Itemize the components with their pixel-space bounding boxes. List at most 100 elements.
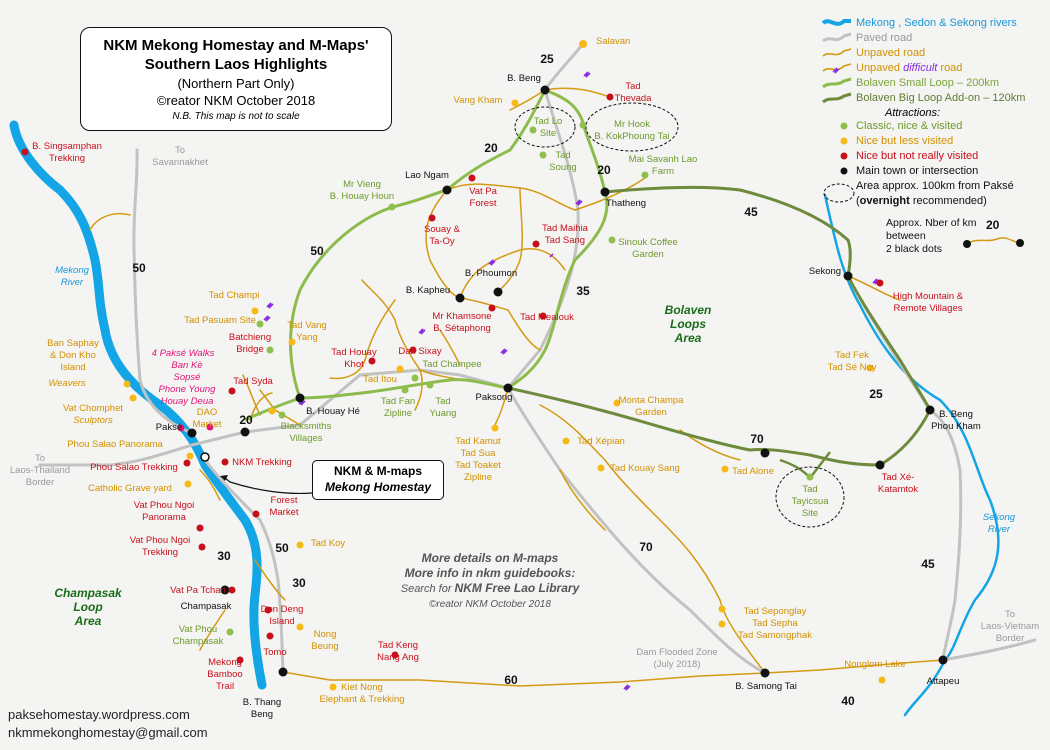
distance-d30b: 30 (217, 549, 231, 563)
homestay-callout: NKM & M-maps Mekong Homestay (312, 460, 444, 500)
arrowhead-icon (220, 475, 228, 481)
legend-overnight: Area approx. 100km from Paksé (820, 179, 1045, 203)
unpaved-roads (89, 87, 944, 687)
title-box: NKM Mekong Homestay and M-Maps' Southern… (80, 27, 392, 131)
label-phou-salao-trekking: Phou Salao Trekking (90, 462, 178, 473)
label-b-kapheu: B. Kapheu (406, 285, 450, 296)
label-tad-itou: Tad Itou (363, 374, 397, 385)
homestay-line1: NKM & M-maps (333, 464, 422, 478)
small-loop-line-icon (822, 77, 852, 89)
legend-red: Nice but not really visited (820, 149, 1045, 164)
label-b-phoumon: B. Phoumon (465, 268, 517, 279)
distance-d20c: 20 (239, 413, 253, 427)
info-block: More details on M-maps More info in nkm … (380, 551, 600, 612)
legend-difficult: Unpaved difficult road (820, 61, 1045, 76)
map-credit: ©reator NKM October 2018 (156, 93, 316, 108)
river-line-icon (822, 19, 851, 26)
label-vat-chomphet: Vat Chomphet (63, 403, 123, 414)
black-dot-icon (840, 167, 848, 175)
label-high-mountain: High Mountain &Remote Villages (893, 291, 964, 314)
footer-email[interactable]: nkmmekonghomestay@gmail.com (8, 725, 208, 740)
label-catholic: Catholic Grave yard (88, 483, 172, 494)
legend: Mekong , Sedon & Sekong rivers Paved roa… (820, 16, 1045, 265)
legend-paved: Paved road (820, 31, 1045, 46)
legend-unpaved: Unpaved road (820, 46, 1045, 61)
legend-small-loop: Bolaven Small Loop – 200km (820, 76, 1045, 91)
legend-big-loop: Bolaven Big Loop Add-on – 120km (820, 91, 1045, 106)
label-sekong: Sekong (809, 266, 841, 277)
info-line3: Search for NKM Free Lao Library (400, 581, 580, 595)
legend-yellow: Nice but less visited (820, 134, 1045, 149)
distance-d25a: 25 (540, 52, 554, 66)
label-dam-flooded: Dam Flooded Zone(July 2018) (636, 647, 717, 670)
red-dots (21, 93, 884, 664)
label-souay-taoy: Souay &Ta-Oy (424, 224, 461, 247)
legend-km: Approx. Nber of km between 2 black dots … (820, 217, 1045, 265)
distance-d40: 40 (841, 694, 855, 708)
map-scope: (Northern Part Only) (177, 76, 295, 91)
distance-d20b: 20 (597, 163, 611, 177)
footer-website[interactable]: paksehomestay.wordpress.com (8, 707, 190, 722)
distance-d25b: 25 (869, 387, 883, 401)
label-nkm-trekking: NKM Trekking (232, 457, 292, 468)
label-four-pakse: 4 Paksé Walks (152, 348, 215, 359)
green-dot-icon (840, 122, 848, 130)
label-pakse: Paksé (156, 422, 182, 433)
distance-d50b: 50 (310, 244, 324, 258)
label-tad-mealouk: Tad Mealouk (520, 312, 574, 323)
label-dan-sixay: Dan Sixay (398, 346, 442, 357)
homestay-marker (200, 452, 210, 462)
map-subtitle: Southern Laos Highlights (144, 56, 328, 73)
green-dots (226, 121, 814, 636)
salavan-dot (579, 40, 587, 48)
difficult-road-markers (263, 71, 880, 691)
homestay-line2: Mekong Homestay (324, 480, 432, 494)
label-nonglom-lake: Nonglom Lake (844, 659, 905, 670)
mekong-river (9, 120, 267, 690)
legend-green: Classic, nice & visited (820, 119, 1045, 134)
distance-d70a: 70 (750, 432, 764, 446)
label-vat-pa-tchan: Vat Pa Tchan (170, 585, 226, 596)
homestay-pointer (224, 477, 313, 494)
distance-d35: 35 (576, 284, 590, 298)
big-loop-line-icon (822, 92, 852, 104)
distance-d50a: 50 (132, 261, 146, 275)
label-b-beng: B. Beng (507, 73, 541, 84)
distance-d50c: 50 (275, 541, 289, 555)
label-champasak: Champasak (181, 601, 232, 612)
pink-dots (177, 423, 214, 432)
label-tad-xe-katamtok: Tad Xé-Katamtok (878, 472, 918, 495)
